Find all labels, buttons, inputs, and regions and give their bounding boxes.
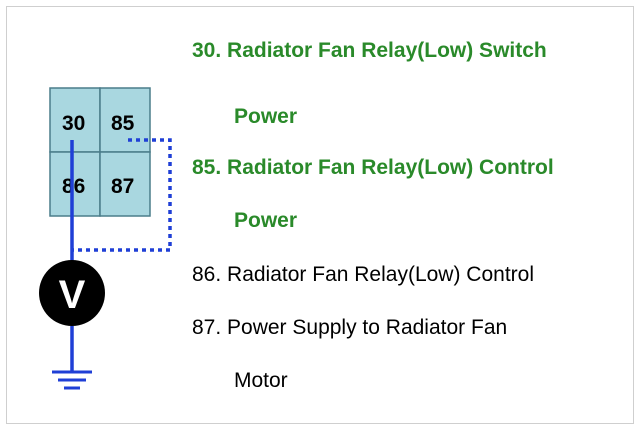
pin-label-87: 87 — [111, 175, 134, 198]
legend-line-86: 86. Radiator Fan Relay(Low) Control — [192, 263, 534, 286]
ground-icon — [52, 370, 92, 390]
relay-block: 30 85 86 87 — [49, 87, 151, 217]
legend-line-85-cont: Power — [234, 209, 298, 232]
legend-line-85: 85. Radiator Fan Relay(Low) Control — [192, 156, 554, 179]
legend-line-30: 30. Radiator Fan Relay(Low) Switch — [192, 39, 547, 62]
pin-label-30: 30 — [62, 112, 85, 135]
legend-line-87: 87. Power Supply to Radiator Fan — [192, 316, 508, 339]
voltmeter-icon — [39, 260, 105, 326]
voltmeter: V — [39, 260, 105, 326]
relay-cell-87 — [99, 151, 151, 217]
legend-line-30-cont: Power — [234, 105, 298, 128]
relay-cell-30 — [49, 87, 101, 153]
pin-label-85: 85 — [111, 112, 135, 135]
voltmeter-label: V — [59, 273, 86, 317]
legend-line-87-cont: Motor — [234, 369, 288, 392]
probe-wire-dotted — [72, 138, 172, 252]
